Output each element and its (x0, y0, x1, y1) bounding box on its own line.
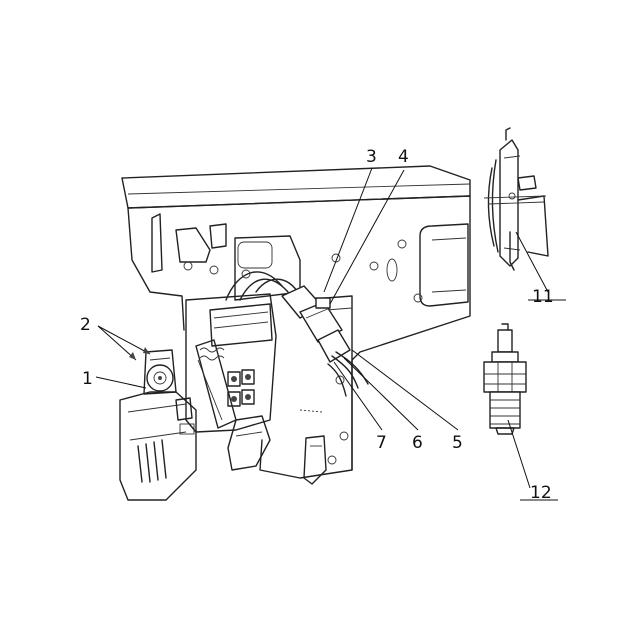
callout-4: 4 (398, 147, 409, 167)
callout-7: 7 (376, 433, 387, 453)
relay-block (185, 293, 277, 471)
callout-5: 5 (452, 433, 463, 453)
callout-1: 1 (82, 369, 93, 389)
leader-lines (95, 167, 566, 501)
part-12-sensor (483, 323, 527, 435)
callout-6: 6 (412, 433, 423, 453)
callout-3: 3 (366, 147, 377, 167)
callout-11: 11 (532, 287, 554, 307)
lamp-housing (119, 349, 197, 501)
wiring-harness (225, 271, 369, 397)
callout-labels: 1 2 3 4 5 6 7 11 12 (80, 147, 554, 503)
part-11-horn (483, 127, 549, 271)
callout-2: 2 (80, 315, 91, 335)
callout-12: 12 (530, 483, 552, 503)
